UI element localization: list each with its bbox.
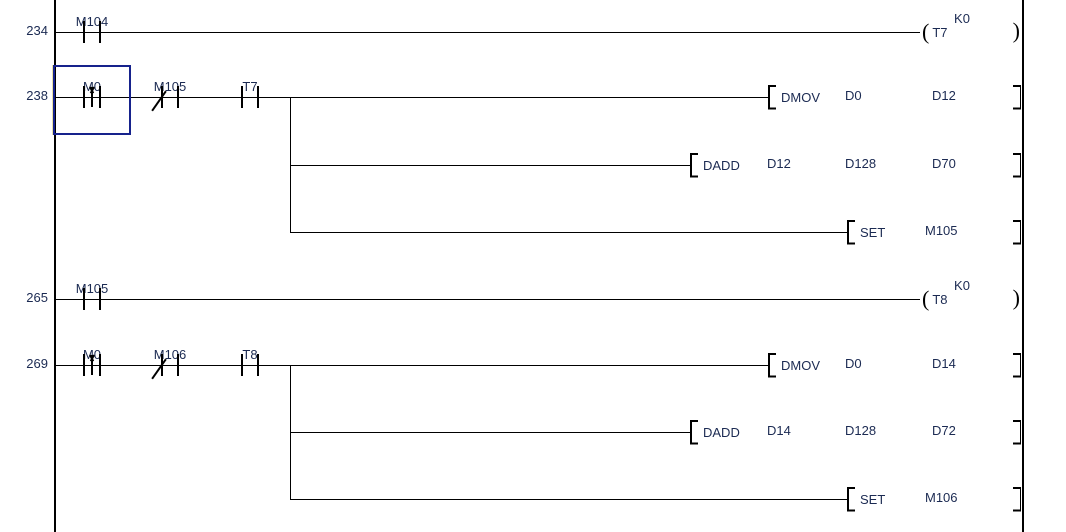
- contact-bar-right: [257, 86, 259, 108]
- instruction-opcode: DADD: [703, 157, 740, 173]
- instruction-close-bracket-icon: [1011, 487, 1021, 511]
- selection-highlight[interactable]: [53, 65, 131, 135]
- branch-line: [290, 365, 291, 499]
- instruction-operand: D0: [845, 356, 862, 371]
- rung-wire: [290, 165, 692, 166]
- coil-device-label: T8: [932, 291, 948, 307]
- contact-bar-left: [83, 21, 85, 43]
- instruction-operand: D14: [767, 423, 791, 438]
- instruction-opcode: SET: [860, 224, 886, 240]
- branch-line: [290, 97, 291, 232]
- rung-wire: [290, 432, 692, 433]
- instruction-close-bracket-icon: [1011, 220, 1021, 244]
- rung-wire: [54, 365, 290, 366]
- instruction-operand: M106: [925, 490, 958, 505]
- instruction-operand: M105: [925, 223, 958, 238]
- instruction-opcode: SET: [860, 491, 886, 507]
- contact-bar-right: [177, 354, 179, 376]
- contact-bar-left: [241, 354, 243, 376]
- instruction-close-bracket-icon: [1011, 420, 1021, 444]
- instruction-operand: D72: [932, 423, 956, 438]
- instruction-block[interactable]: SET: [847, 219, 885, 245]
- coil-preset-label: K0: [954, 278, 970, 293]
- contact-bar-right: [257, 354, 259, 376]
- rung-wire: [290, 97, 770, 98]
- coil-close-paren-icon: ): [1012, 18, 1020, 43]
- instruction-opcode: DMOV: [781, 89, 820, 105]
- contact-no-icon[interactable]: [237, 86, 263, 108]
- instruction-operand: D12: [767, 156, 791, 171]
- instruction-block[interactable]: DMOV: [768, 352, 820, 378]
- contact-bar-left: [83, 86, 85, 108]
- contact-bar-left: [83, 354, 85, 376]
- contact-bar-left: [241, 86, 243, 108]
- contact-rising-edge-icon[interactable]: [79, 86, 105, 108]
- rising-edge-arrow: [91, 87, 93, 107]
- rung-wire: [54, 32, 920, 33]
- instruction-block[interactable]: DMOV: [768, 84, 820, 110]
- instruction-open-bracket-icon: [847, 487, 856, 511]
- instruction-open-bracket-icon: [768, 85, 777, 109]
- contact-bar-right: [177, 86, 179, 108]
- contact-bar-right: [99, 21, 101, 43]
- rung-number: 265: [26, 290, 48, 305]
- coil-paren-icon: (: [922, 286, 930, 311]
- contact-label: T8: [242, 347, 258, 362]
- instruction-opcode: DMOV: [781, 357, 820, 373]
- instruction-block[interactable]: DADD: [690, 152, 740, 178]
- instruction-operand: D14: [932, 356, 956, 371]
- contact-no-icon[interactable]: [79, 288, 105, 310]
- coil-device-label: T7: [932, 24, 948, 40]
- instruction-operand: D128: [845, 423, 877, 438]
- output-coil[interactable]: (T8: [922, 286, 948, 312]
- contact-nc-icon[interactable]: [151, 354, 183, 380]
- rising-edge-arrow: [91, 355, 93, 375]
- coil-preset-label: K0: [954, 11, 970, 26]
- output-coil[interactable]: (T7: [922, 19, 948, 45]
- contact-no-icon[interactable]: [79, 21, 105, 43]
- instruction-open-bracket-icon: [768, 353, 777, 377]
- coil-paren-icon: (: [922, 19, 930, 44]
- contact-bar-left: [83, 288, 85, 310]
- instruction-open-bracket-icon: [847, 220, 856, 244]
- right-power-rail: [1022, 0, 1024, 532]
- left-power-rail: [54, 0, 56, 532]
- instruction-open-bracket-icon: [690, 153, 699, 177]
- instruction-close-bracket-icon: [1011, 85, 1021, 109]
- rung-number: 269: [26, 356, 48, 371]
- instruction-close-bracket-icon: [1011, 353, 1021, 377]
- coil-close-paren-icon: ): [1012, 285, 1020, 310]
- instruction-opcode: DADD: [703, 424, 740, 440]
- rung-wire: [290, 499, 849, 500]
- instruction-operand: D70: [932, 156, 956, 171]
- instruction-operand: D0: [845, 88, 862, 103]
- instruction-operand: D128: [845, 156, 877, 171]
- rung-wire: [54, 97, 290, 98]
- contact-label: T7: [242, 79, 258, 94]
- contact-bar-right: [99, 288, 101, 310]
- instruction-close-bracket-icon: [1011, 153, 1021, 177]
- instruction-operand: D12: [932, 88, 956, 103]
- contact-bar-right: [99, 86, 101, 108]
- rung-number: 234: [26, 23, 48, 38]
- instruction-block[interactable]: DADD: [690, 419, 740, 445]
- rung-wire: [290, 365, 770, 366]
- rung-number: 238: [26, 88, 48, 103]
- contact-bar-right: [99, 354, 101, 376]
- rung-wire: [54, 299, 920, 300]
- instruction-open-bracket-icon: [690, 420, 699, 444]
- selection-left-edge: [52, 65, 53, 135]
- contact-rising-edge-icon[interactable]: [79, 354, 105, 376]
- contact-no-icon[interactable]: [237, 354, 263, 376]
- instruction-block[interactable]: SET: [847, 486, 885, 512]
- contact-nc-icon[interactable]: [151, 86, 183, 112]
- rung-wire: [290, 232, 849, 233]
